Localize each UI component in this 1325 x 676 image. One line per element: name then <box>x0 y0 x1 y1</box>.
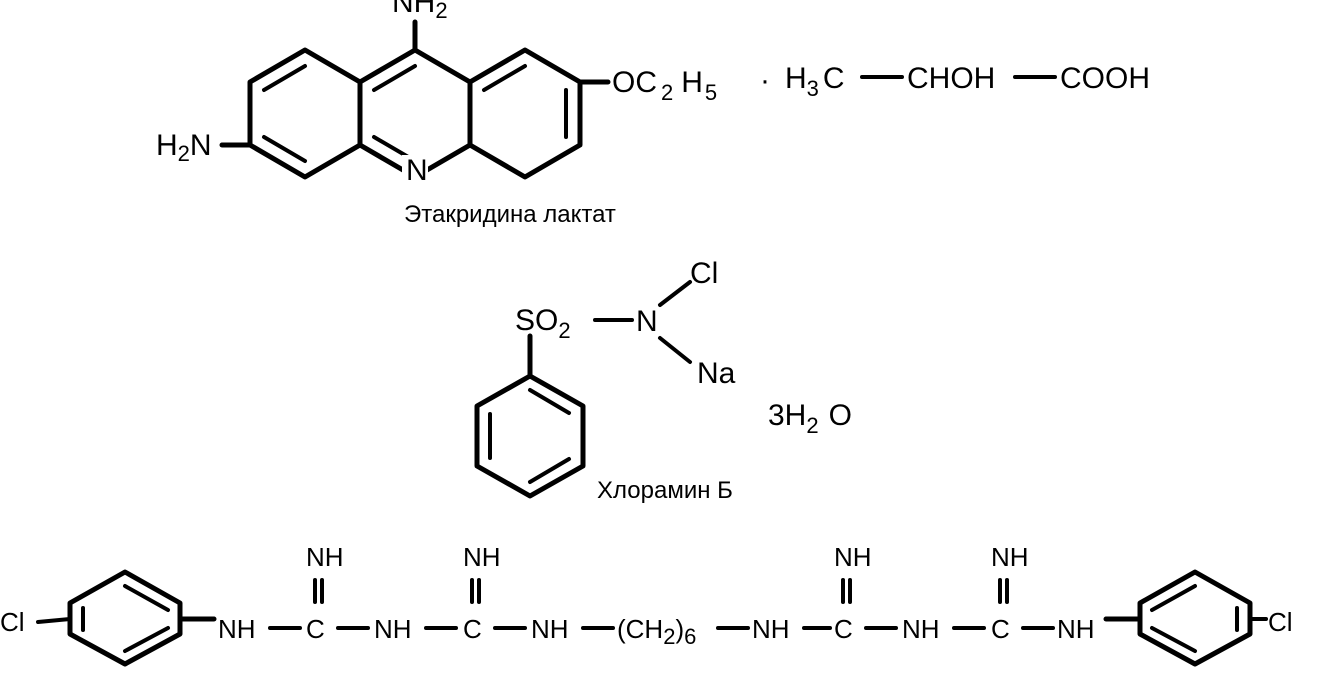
water-subscript: 2 <box>806 413 818 438</box>
acridine-n-label: N <box>406 154 428 187</box>
acridine-left-ring-double-2 <box>262 135 307 163</box>
chlorhexidine-cl-left: Cl <box>0 607 25 637</box>
lactate-h-subscript: 3 <box>807 76 819 101</box>
ethacridine-caption: Этакридина лактат <box>404 201 616 228</box>
chain-nh-5: NH <box>902 614 940 644</box>
chloramine-n-label: N <box>636 305 658 338</box>
chain-nh-3: NH <box>531 614 569 644</box>
chain-nh-2: NH <box>374 614 412 644</box>
imine-nh-2: NH <box>463 542 501 572</box>
acridine-left-ring-double-1 <box>262 64 307 92</box>
imine-nh-1: NH <box>306 542 344 572</box>
acridine-right-ring-double-1 <box>482 64 527 92</box>
ch2-label: (CH <box>617 614 663 644</box>
chloramine-benzene-ring <box>474 373 586 499</box>
salt-dot: · <box>760 64 770 97</box>
so2-subscript: 2 <box>558 318 570 343</box>
acridine-left-ring <box>247 47 363 180</box>
acridine-middle-ring-double-2 <box>372 135 412 160</box>
ch2-repeat: 6 <box>684 624 696 649</box>
left-ring-double-3 <box>123 626 170 653</box>
left-ring-double-2 <box>123 584 170 612</box>
water-o-label: O <box>829 399 852 432</box>
chloramine-ring-double-2 <box>528 457 571 484</box>
h2n-h-label: H <box>156 129 178 162</box>
right-ring-double-3 <box>1150 626 1197 653</box>
nh2-top-label: NH <box>392 0 435 19</box>
svg-text:NH2: NH2 <box>392 0 448 23</box>
svg-text:H3C: H3C <box>785 62 845 101</box>
imine-nh-4: NH <box>991 542 1029 572</box>
chloramine-na-label: Na <box>697 357 736 390</box>
n-na-bond <box>658 336 692 364</box>
lactate-cooh-label: COOH <box>1060 62 1150 95</box>
chloramine-cl-label: Cl <box>690 257 718 290</box>
chain-nh-6: NH <box>1057 614 1095 644</box>
chloramine-ring-double-3 <box>528 388 571 415</box>
chain-c-3: C <box>834 614 853 644</box>
chain-nh-1: NH <box>218 614 256 644</box>
chlorhexidine-right-ring <box>1137 569 1253 667</box>
imine-nh-3: NH <box>834 542 872 572</box>
acridine-right-ring <box>467 47 583 180</box>
right-ring-double-2 <box>1150 584 1197 612</box>
h-label: H <box>681 66 703 99</box>
oc-label: OC <box>612 66 657 99</box>
chain-nh-4: NH <box>752 614 790 644</box>
svg-text:SO2: SO2 <box>515 304 571 343</box>
chain-c-1: C <box>306 614 325 644</box>
n-cl-bond <box>658 280 692 307</box>
oc-subscript: 2 <box>661 80 673 105</box>
so2-label: SO <box>515 304 558 337</box>
svg-text:H2N: H2N <box>156 129 212 166</box>
chlorhexidine-left-ring <box>67 569 183 667</box>
chlorhexidine-cl-right: Cl <box>1268 607 1293 637</box>
water-coef-label: 3H <box>768 399 806 432</box>
chloramine-caption: Хлорамин Б <box>597 477 733 504</box>
chain-c-4: C <box>991 614 1010 644</box>
h2n-subscript: 2 <box>178 141 190 166</box>
h-subscript: 5 <box>705 80 717 105</box>
ch2-subscript: 2 <box>663 624 675 649</box>
lactate-chon-label: CHOH <box>907 62 995 95</box>
chain-c-2: C <box>463 614 482 644</box>
lactate-c-label: C <box>823 62 845 95</box>
nh2-top-subscript: 2 <box>435 0 447 23</box>
chlorhexidine-structure: Cl Cl NH C NH C NH (CH2)6 NH C NH C NH N… <box>0 542 1293 667</box>
svg-text:(CH2)6: (CH2)6 <box>617 614 696 649</box>
ch2-close-paren: ) <box>675 614 684 644</box>
acridine-middle-ring-double-1 <box>372 64 417 92</box>
lactate-h-label: H <box>785 62 807 95</box>
cl-left-bond <box>36 617 72 624</box>
h2n-n-label: N <box>190 129 212 162</box>
